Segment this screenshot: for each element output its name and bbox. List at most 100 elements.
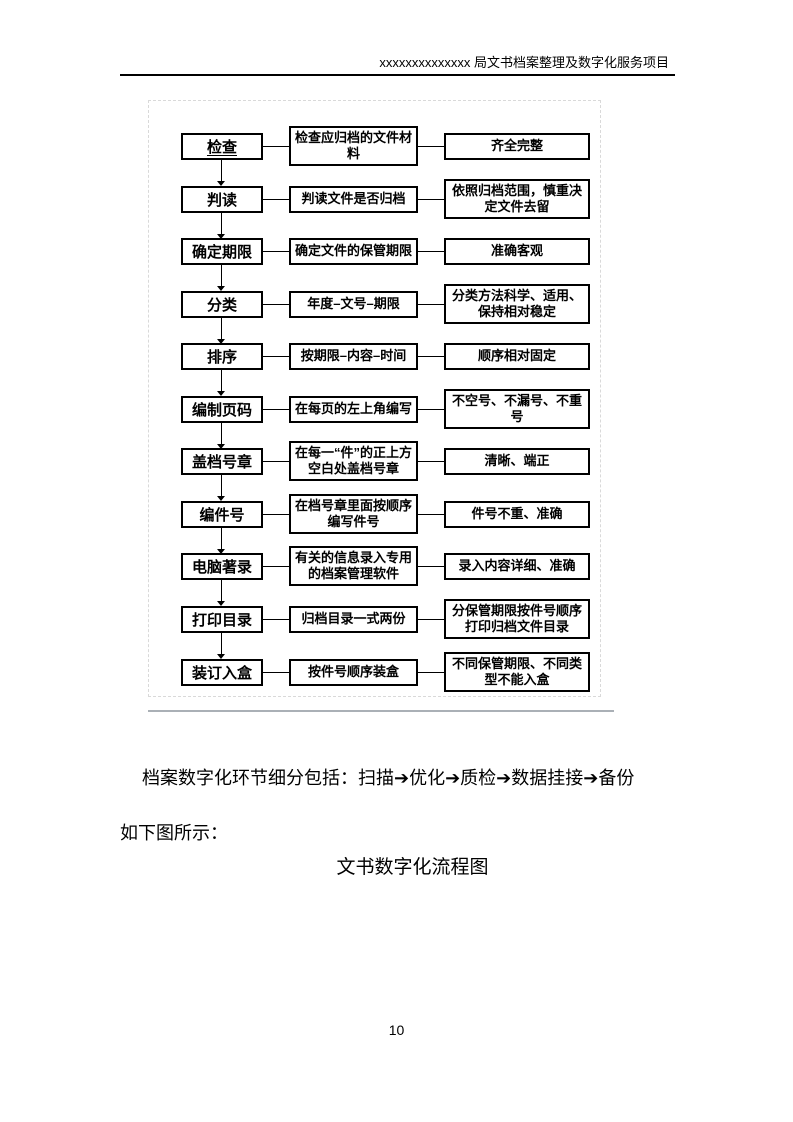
connector-line (418, 198, 444, 200)
flow-row: 盖档号章 在每一“件”的正上方空白处盖档号章 清晰、端正 (181, 439, 590, 483)
action-label: 在每一“件”的正上方空白处盖档号章 (295, 444, 413, 476)
action-box: 年度–文号–期限 (289, 290, 418, 318)
flow-row: 分类 年度–文号–期限 分类方法科学、适用、保持相对稳定 (181, 282, 590, 326)
action-box: 按期限–内容–时间 (289, 342, 418, 370)
requirement-label: 件号不重、准确 (471, 505, 563, 521)
connector-line (263, 408, 289, 410)
connector-line (418, 355, 444, 357)
requirement-label: 齐全完整 (490, 137, 543, 153)
arrow-down-icon (217, 264, 225, 291)
paragraph-line-1: 档案数字化环节细分包括：扫描➔优化➔质检➔数据挂接➔备份 (142, 768, 635, 788)
stage-label: 检查 (206, 138, 237, 156)
requirement-box: 分保管期限按件号顺序打印归档文件目录 (444, 598, 590, 640)
requirement-box: 准确客观 (444, 237, 590, 265)
connector-line (418, 303, 444, 305)
connector-line (263, 618, 289, 620)
action-box: 按件号顺序装盒 (289, 658, 418, 686)
requirement-box: 顺序相对固定 (444, 342, 590, 370)
arrow-down-icon (217, 159, 225, 186)
stage-box: 判读 (181, 185, 263, 213)
connector-line (418, 513, 444, 515)
action-box: 判读文件是否归档 (289, 185, 418, 213)
arrow-down-icon (217, 474, 225, 501)
connector-line (263, 250, 289, 252)
requirement-box: 分类方法科学、适用、保持相对稳定 (444, 283, 590, 325)
stage-box: 编制页码 (181, 395, 263, 423)
requirement-label: 顺序相对固定 (477, 347, 556, 363)
stage-label: 排序 (206, 348, 237, 366)
header-title: xxxxxxxxxxxxxx 局文书档案整理及数字化服务项目 (379, 55, 669, 70)
flow-row: 编件号 在档号章里面按顺序编写件号 件号不重、准确 (181, 492, 590, 536)
action-box: 有关的信息录入专用的档案管理软件 (289, 545, 418, 587)
connector-line (418, 408, 444, 410)
stage-label: 电脑著录 (191, 558, 252, 576)
action-box: 在每页的左上角编写 (289, 395, 418, 423)
flow-row: 判读 判读文件是否归档 依照归档范围，慎重决定文件去留 (181, 177, 590, 221)
stage-box: 确定期限 (181, 237, 263, 265)
arrow-down-icon (217, 422, 225, 449)
connector-line (263, 671, 289, 673)
connector-line (263, 145, 289, 147)
header-rule (120, 74, 675, 76)
connector-line (418, 145, 444, 147)
stage-label: 确定期限 (191, 243, 252, 261)
arrow-down-icon (217, 579, 225, 606)
flow-row: 电脑著录 有关的信息录入专用的档案管理软件 录入内容详细、准确 (181, 544, 590, 588)
action-label: 按件号顺序装盒 (307, 663, 399, 679)
stage-label: 分类 (206, 296, 237, 314)
arrow-down-icon (217, 317, 225, 344)
figure-title: 文书数字化流程图 (336, 857, 489, 878)
action-label: 归档目录一式两份 (301, 610, 406, 626)
flow-row: 打印目录 归档目录一式两份 分保管期限按件号顺序打印归档文件目录 (181, 597, 590, 641)
requirement-box: 不空号、不漏号、不重号 (444, 388, 590, 430)
stage-label: 编制页码 (191, 401, 252, 419)
action-label: 在每页的左上角编写 (295, 400, 413, 416)
requirement-box: 齐全完整 (444, 132, 590, 160)
requirement-label: 清晰、端正 (484, 452, 550, 468)
action-label: 在档号章里面按顺序编写件号 (295, 497, 413, 529)
flow-row: 检查 检查应归档的文件材料 齐全完整 (181, 124, 590, 168)
arrow-down-icon (217, 369, 225, 396)
arrow-down-icon (217, 527, 225, 554)
connector-line (263, 303, 289, 305)
action-box: 归档目录一式两份 (289, 605, 418, 633)
requirement-box: 清晰、端正 (444, 447, 590, 475)
connector-line (418, 671, 444, 673)
stage-box: 打印目录 (181, 605, 263, 633)
flow-row: 排序 按期限–内容–时间 顺序相对固定 (181, 334, 590, 378)
connector-line (263, 460, 289, 462)
connector-line (418, 565, 444, 567)
requirement-label: 准确客观 (490, 242, 543, 258)
action-label: 判读文件是否归档 (301, 190, 406, 206)
stage-box: 编件号 (181, 500, 263, 528)
flowchart-bottom-rule (148, 710, 614, 712)
arrow-down-icon (217, 632, 225, 659)
connector-line (418, 460, 444, 462)
stage-box: 电脑著录 (181, 552, 263, 580)
flow-row: 装订入盒 按件号顺序装盒 不同保管期限、不同类型不能入盒 (181, 650, 590, 694)
requirement-box: 不同保管期限、不同类型不能入盒 (444, 651, 590, 693)
stage-label: 装订入盒 (191, 664, 252, 682)
connector-line (263, 355, 289, 357)
flow-row: 确定期限 确定文件的保管期限 准确客观 (181, 229, 590, 273)
action-label: 按期限–内容–时间 (300, 347, 407, 363)
stage-box: 排序 (181, 342, 263, 370)
stage-box: 分类 (181, 290, 263, 318)
action-label: 确定文件的保管期限 (295, 242, 413, 258)
requirement-label: 依照归档范围，慎重决定文件去留 (451, 182, 582, 214)
stage-box: 检查 (181, 132, 263, 160)
requirement-box: 件号不重、准确 (444, 500, 590, 528)
flowchart-image: 检查 检查应归档的文件材料 齐全完整 判读 判读文件是否归档 依照归档范围，慎重… (148, 100, 601, 697)
arrow-down-icon (217, 212, 225, 239)
stage-label: 盖档号章 (191, 453, 252, 471)
action-box: 确定文件的保管期限 (289, 237, 418, 265)
action-box: 在档号章里面按顺序编写件号 (289, 493, 418, 535)
connector-line (263, 198, 289, 200)
requirement-label: 不空号、不漏号、不重号 (451, 392, 582, 424)
action-label: 有关的信息录入专用的档案管理软件 (295, 549, 413, 581)
requirement-label: 分保管期限按件号顺序打印归档文件目录 (451, 602, 582, 634)
page-number: 10 (388, 1022, 405, 1038)
requirement-label: 分类方法科学、适用、保持相对稳定 (451, 287, 582, 319)
action-box: 检查应归档的文件材料 (289, 125, 418, 167)
